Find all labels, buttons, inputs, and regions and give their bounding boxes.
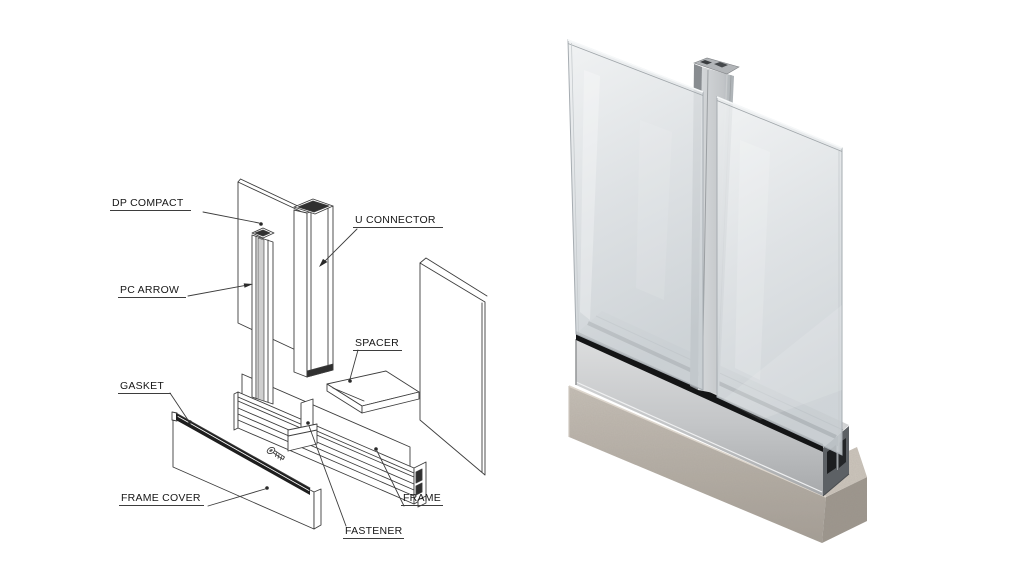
- label-pc-arrow: PC ARROW: [118, 284, 187, 298]
- label-frame: FRAME: [401, 492, 443, 506]
- assembled-render: [567, 39, 867, 543]
- label-spacer: SPACER: [353, 337, 402, 351]
- label-gasket: GASKET: [118, 380, 172, 394]
- glass-panel-right-render: [716, 96, 843, 456]
- arrowhead-pc-arrow: [243, 283, 253, 288]
- arrowhead-u-connector: [319, 258, 328, 267]
- spacer-plate: [326, 370, 420, 414]
- base-profile-front: [576, 339, 823, 496]
- screw: [266, 446, 285, 461]
- label-frame-cover: FRAME COVER: [119, 492, 204, 506]
- exploded-diagram: [169, 178, 488, 530]
- leader-lines: [169, 211, 405, 527]
- gasket-strip: [171, 411, 311, 495]
- glass-panel-right: [419, 257, 488, 476]
- u-connector-profile: [293, 198, 334, 378]
- leader-dots: [188, 222, 378, 490]
- label-dp-compact: DP COMPACT: [110, 197, 191, 211]
- glass-panel-left-render: [567, 39, 704, 391]
- label-u-connector: U CONNECTOR: [353, 214, 443, 228]
- fastener-bracket: [287, 398, 318, 452]
- label-fastener: FASTENER: [343, 525, 405, 539]
- pc-arrow-post: [251, 227, 275, 405]
- frame-rail: [233, 391, 427, 508]
- concrete-top-edge-highlight: [568, 385, 827, 498]
- profile-chamfer-highlight: [575, 381, 823, 493]
- frame-cover-plate: [172, 417, 322, 530]
